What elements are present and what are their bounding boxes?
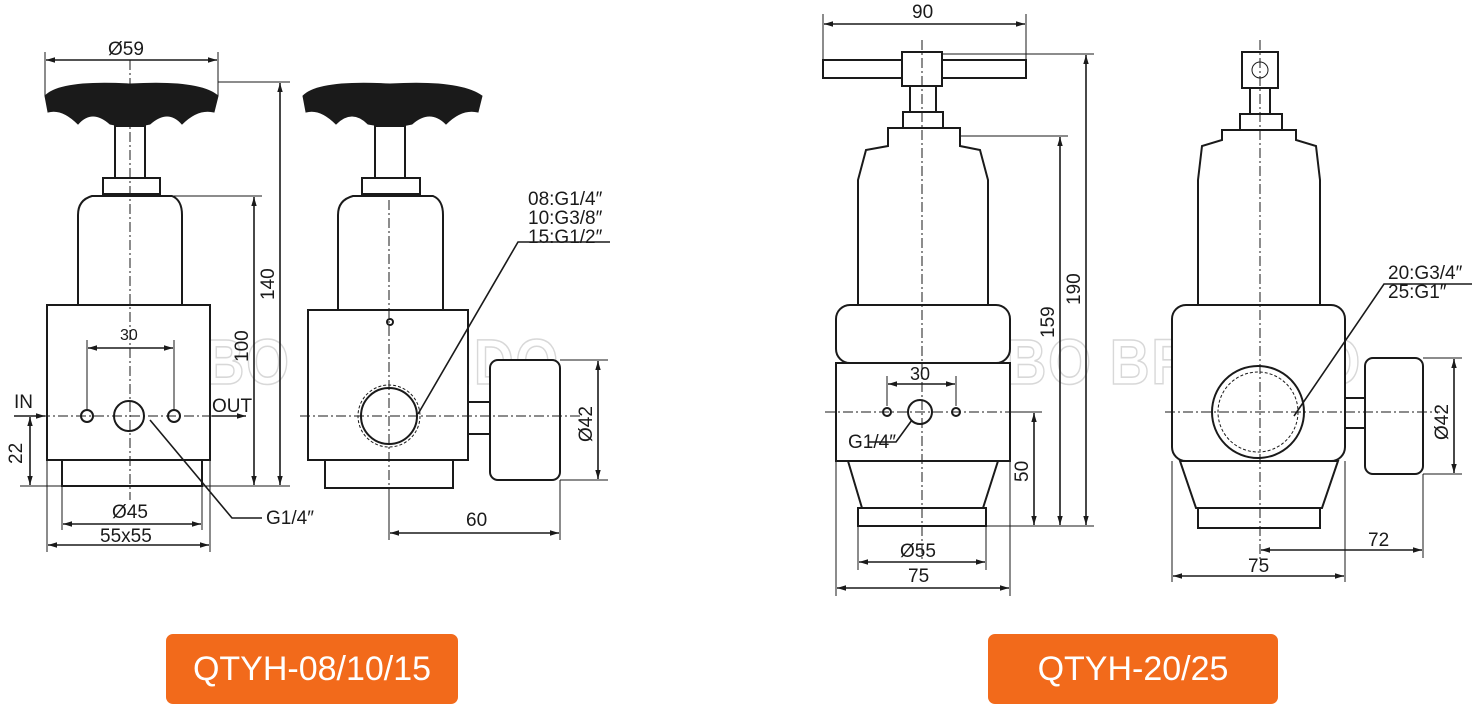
model-label-left: QTYH-08/10/15 <box>166 634 458 704</box>
bottom-cap-right-side <box>1197 507 1321 529</box>
label-in: IN <box>14 392 33 413</box>
bonnet-right <box>857 127 989 306</box>
port-callout-right-1: 20:G3/4″ <box>1388 263 1463 284</box>
dim-base-square: 55x55 <box>100 526 152 547</box>
pressure-gauge-right <box>1364 357 1424 475</box>
port-callout-right-2: 25:G1″ <box>1388 282 1447 303</box>
dim-port-height: 22 <box>6 443 27 464</box>
dim-gauge-dia: Ø42 <box>576 406 597 442</box>
lock-nut-right <box>902 111 944 129</box>
bonnet-side <box>337 195 444 311</box>
port-callout-2: 10:G3/8″ <box>528 208 603 229</box>
dim-base-dia: Ø45 <box>112 502 148 523</box>
dim-height-total: 140 <box>258 268 279 300</box>
port-callout-3: 15:G1/2″ <box>528 227 603 248</box>
dim-gauge-offset: 60 <box>466 510 487 531</box>
adjusting-knob <box>44 82 219 127</box>
pressure-gauge <box>489 359 561 481</box>
dim-width-side-right: 75 <box>1248 556 1269 577</box>
gauge-connector-right <box>1344 397 1366 429</box>
model-label-right: QTYH-20/25 <box>988 634 1278 704</box>
lock-nut-right-side <box>1239 113 1283 131</box>
dim-gauge-offset-right: 72 <box>1368 530 1389 551</box>
dim-knob-dia: Ø59 <box>108 39 144 60</box>
bonnet-right-side <box>1197 129 1321 306</box>
gauge-port-leader-right <box>868 419 913 443</box>
gauge-connector <box>467 401 491 435</box>
stem-right <box>909 85 937 113</box>
port-callout-leader-right <box>1293 283 1472 417</box>
dim-port-spacing-right: 30 <box>910 364 930 384</box>
lock-nut-side <box>361 177 421 195</box>
label-out: OUT <box>212 396 253 417</box>
dim-gauge-dia-right: Ø42 <box>1432 404 1453 440</box>
right-side-view: 20:G3/4″ 25:G1″ Ø42 72 75 <box>1165 40 1472 582</box>
valve-body <box>46 304 211 461</box>
bowl-right <box>846 460 1000 509</box>
adjusting-knob-side <box>302 82 483 127</box>
label-gauge-port: G1/4″ <box>266 508 314 529</box>
dim-port-height-right: 50 <box>1012 461 1033 482</box>
stem-side <box>374 125 406 179</box>
vent-hole <box>386 318 394 326</box>
lock-nut <box>102 177 161 195</box>
dim-port-spacing: 30 <box>120 327 138 344</box>
valve-upper-right <box>835 304 1011 364</box>
left-front-view: IN OUT Ø59 140 100 30 22 Ø45 55 <box>6 39 314 552</box>
label-gauge-port-right: G1/4″ <box>848 432 896 453</box>
dim-height-body: 100 <box>232 330 253 362</box>
right-front-view: 90 190 159 50 30 G1/4″ Ø55 75 <box>822 2 1094 596</box>
bottom-cap <box>61 459 203 487</box>
port-callout-1: 08:G1/4″ <box>528 189 603 210</box>
dim-height-total-right: 190 <box>1064 273 1085 305</box>
dim-handle-width: 90 <box>912 2 933 23</box>
dim-base-dia-right: Ø55 <box>900 541 936 562</box>
left-side-view: Ø42 60 08:G1/4″ 10:G3/8″ 15:G1/2″ <box>300 82 610 540</box>
bowl-right-side <box>1178 460 1340 509</box>
gauge-port-leader <box>149 419 262 519</box>
port-callout-leader <box>417 241 610 415</box>
dim-height-body-right: 159 <box>1038 306 1059 338</box>
dim-width-front-right: 75 <box>908 566 929 587</box>
